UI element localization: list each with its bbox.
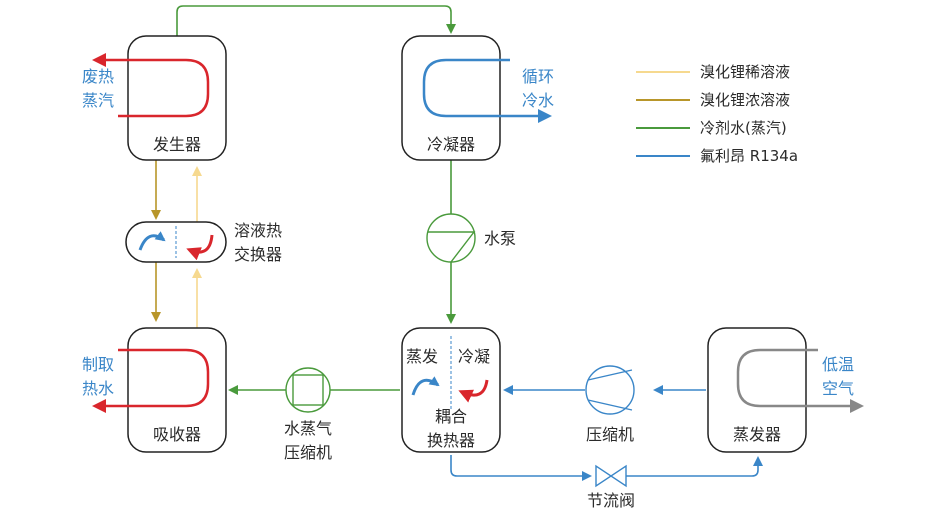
solution-hx-label-line2: 交换器 xyxy=(234,245,282,264)
legend-label-r134a: 氟利昂 R134a xyxy=(700,147,798,165)
condenser-label: 冷凝器 xyxy=(427,135,475,154)
evaporator-box xyxy=(707,327,807,453)
generator-label: 发生器 xyxy=(153,135,201,154)
low-temp-air-label-line2: 空气 xyxy=(822,379,854,398)
compressor-icon-lines xyxy=(587,369,633,411)
refrigerant-line-generator-to-condenser xyxy=(176,5,456,36)
coupled-hx-label-line1: 耦合 xyxy=(435,407,467,426)
generator-box xyxy=(127,35,227,161)
waste-steam-coil xyxy=(92,53,210,118)
legend-label-libr-dilute: 溴化锂稀溶液 xyxy=(700,63,790,81)
evaporator-label: 蒸发器 xyxy=(733,425,781,444)
hot-water-label-line1: 制取 xyxy=(82,355,114,374)
r134a-line-valve-to-evaporator xyxy=(622,456,763,477)
water-pump-label: 水泵 xyxy=(484,229,516,248)
hot-water-label-line2: 热水 xyxy=(82,379,114,398)
cooling-water-label-line1: 循环 xyxy=(522,67,554,86)
vapor-compressor-label-line2: 压缩机 xyxy=(284,443,332,462)
compressor-icon xyxy=(585,365,635,415)
coupled-hx-box xyxy=(401,327,501,453)
cooling-water-label-line2: 冷水 xyxy=(522,91,554,110)
legend-label-refrigerant-water: 冷剂水(蒸汽) xyxy=(700,119,787,137)
waste-steam-label-line2: 蒸汽 xyxy=(82,91,114,110)
absorber-box xyxy=(127,327,227,453)
throttle-valve-label: 节流阀 xyxy=(587,491,635,510)
solution-hx-label-line1: 溶液热 xyxy=(234,221,282,240)
legend-label-libr-concentrated: 溴化锂浓溶液 xyxy=(700,91,790,109)
r134a-line-coupled-hx-to-valve xyxy=(450,455,592,481)
coupled-hx-red-arrow-icon xyxy=(458,379,489,403)
coupled-hx-label-line2: 换热器 xyxy=(427,431,475,450)
coupled-evap-label: 蒸发 xyxy=(406,347,438,366)
coupled-cond-label: 冷凝 xyxy=(458,347,490,366)
cooling-water-coil xyxy=(422,58,552,123)
condenser-box xyxy=(401,35,501,161)
solution-hx-red-arrow-icon xyxy=(186,234,214,261)
throttle-valve-icon xyxy=(595,464,627,488)
coupled-hx-blue-arrow-icon xyxy=(411,376,440,396)
low-temp-air-coil xyxy=(736,348,864,413)
vapor-compressor-label-line1: 水蒸气 xyxy=(284,419,332,438)
vapor-compressor-square xyxy=(292,374,324,406)
legend: 溴化锂稀溶液 溴化锂浓溶液 冷剂水(蒸汽) 氟利昂 R134a xyxy=(636,63,798,165)
absorber-label: 吸收器 xyxy=(153,425,201,444)
compressor-label: 压缩机 xyxy=(586,425,634,444)
water-pump-triangle xyxy=(428,231,476,263)
vapor-compressor-icon xyxy=(285,367,331,413)
waste-steam-label-line1: 废热 xyxy=(82,67,114,86)
solution-hx-blue-arrow-icon xyxy=(138,231,166,251)
water-pump-icon xyxy=(426,213,476,263)
low-temp-air-label-line1: 低温 xyxy=(822,355,854,374)
hot-water-coil xyxy=(92,348,210,413)
